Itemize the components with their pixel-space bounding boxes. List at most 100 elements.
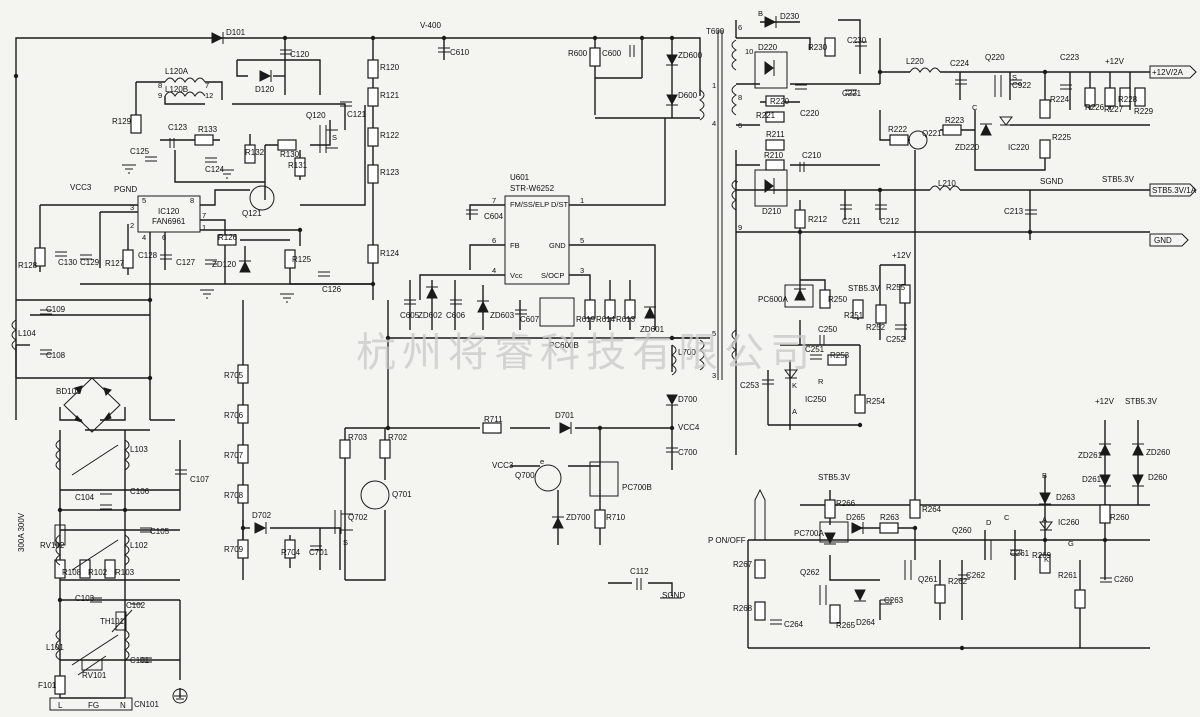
svg-text:R710: R710 bbox=[606, 513, 626, 522]
svg-text:L220: L220 bbox=[906, 57, 924, 66]
svg-text:12: 12 bbox=[205, 91, 213, 100]
r131-body bbox=[294, 157, 306, 177]
svg-text:4: 4 bbox=[142, 233, 146, 242]
svg-text:RV101: RV101 bbox=[82, 671, 107, 680]
svg-text:R131: R131 bbox=[288, 161, 308, 170]
r130-body bbox=[277, 139, 297, 151]
svg-text:7: 7 bbox=[734, 179, 738, 188]
svg-text:C605: C605 bbox=[400, 311, 420, 320]
rv102-rating: 300A 300V bbox=[17, 512, 26, 552]
r253-body bbox=[827, 354, 847, 366]
r702-body bbox=[379, 439, 391, 459]
svg-text:PC600B: PC600B bbox=[549, 341, 579, 350]
svg-text:ZD261: ZD261 bbox=[1078, 451, 1103, 460]
svg-text:Q700: Q700 bbox=[515, 471, 535, 480]
svg-text:R121: R121 bbox=[380, 91, 400, 100]
r132-body bbox=[244, 144, 256, 164]
svg-text:R253: R253 bbox=[830, 351, 850, 360]
rail-12v-top: +12V bbox=[1105, 57, 1125, 66]
svg-text:R224: R224 bbox=[1050, 95, 1070, 104]
rail-vcc4: VCC4 bbox=[678, 423, 700, 432]
svg-text:Q220: Q220 bbox=[985, 53, 1005, 62]
svg-text:R619: R619 bbox=[576, 315, 596, 324]
svg-text:BD101: BD101 bbox=[56, 387, 81, 396]
r269-body bbox=[1039, 554, 1051, 574]
r267-body bbox=[754, 559, 766, 579]
svg-text:7: 7 bbox=[492, 196, 496, 205]
svg-text:C263: C263 bbox=[884, 596, 904, 605]
svg-text:R268: R268 bbox=[733, 604, 753, 613]
svg-text:1: 1 bbox=[202, 223, 206, 232]
r254-body bbox=[854, 394, 866, 414]
svg-text:C103: C103 bbox=[75, 594, 95, 603]
svg-text:ZD220: ZD220 bbox=[955, 143, 980, 152]
svg-text:R127: R127 bbox=[105, 259, 125, 268]
output-stb53-1a: STB5.3V/1A bbox=[1152, 186, 1197, 195]
r133-body bbox=[194, 134, 214, 146]
svg-text:IC220: IC220 bbox=[1008, 143, 1030, 152]
svg-text:K: K bbox=[1044, 555, 1049, 564]
r260-body bbox=[1099, 504, 1111, 524]
svg-text:C126: C126 bbox=[322, 285, 342, 294]
svg-text:7: 7 bbox=[202, 211, 206, 220]
connector-pin-fg: FG bbox=[88, 701, 99, 710]
svg-text:Q262: Q262 bbox=[800, 568, 820, 577]
svg-text:D: D bbox=[986, 518, 992, 527]
svg-text:IC250: IC250 bbox=[805, 395, 827, 404]
d220-dual-diode bbox=[754, 51, 788, 89]
svg-text:8: 8 bbox=[158, 81, 162, 90]
svg-text:C129: C129 bbox=[80, 258, 100, 267]
d210-dual-diode bbox=[754, 169, 788, 207]
svg-text:R251: R251 bbox=[844, 311, 864, 320]
svg-text:Vcc: Vcc bbox=[510, 271, 523, 280]
svg-text:GND: GND bbox=[549, 241, 566, 250]
svg-text:D263: D263 bbox=[1056, 493, 1076, 502]
svg-text:PC700B: PC700B bbox=[622, 483, 652, 492]
r707-body bbox=[237, 444, 249, 464]
r123-body bbox=[367, 164, 379, 184]
svg-text:C121: C121 bbox=[347, 110, 367, 119]
svg-text:C262: C262 bbox=[966, 571, 986, 580]
r226-body bbox=[1084, 87, 1096, 107]
svg-text:D220: D220 bbox=[758, 43, 778, 52]
svg-text:D120: D120 bbox=[255, 85, 275, 94]
svg-text:R265: R265 bbox=[836, 621, 856, 630]
svg-text:PC700A: PC700A bbox=[794, 529, 824, 538]
svg-text:6: 6 bbox=[738, 121, 742, 130]
svg-text:R129: R129 bbox=[112, 117, 132, 126]
svg-text:R221: R221 bbox=[756, 111, 776, 120]
svg-text:9: 9 bbox=[738, 223, 742, 232]
ic120-name: IC120 bbox=[158, 207, 180, 216]
svg-text:RV102: RV102 bbox=[40, 541, 65, 550]
r261-body bbox=[1074, 589, 1086, 609]
svg-text:R227: R227 bbox=[1104, 105, 1124, 114]
svg-text:R222: R222 bbox=[888, 125, 908, 134]
svg-text:R267: R267 bbox=[733, 560, 753, 569]
bd101-bridge bbox=[63, 377, 121, 433]
svg-text:R122: R122 bbox=[380, 131, 400, 140]
r251-body bbox=[852, 299, 864, 319]
svg-text:D260: D260 bbox=[1148, 473, 1168, 482]
svg-text:R269: R269 bbox=[1032, 551, 1052, 560]
svg-text:R124: R124 bbox=[380, 249, 400, 258]
svg-text:A: A bbox=[1042, 515, 1047, 524]
svg-text:C250: C250 bbox=[818, 325, 838, 334]
rail-stb53-mid: STB5.3V bbox=[848, 284, 881, 293]
svg-text:C107: C107 bbox=[190, 475, 210, 484]
r220-body bbox=[765, 95, 785, 107]
r711-body bbox=[482, 422, 502, 434]
svg-text:C700: C700 bbox=[678, 448, 698, 457]
svg-text:L102: L102 bbox=[130, 541, 148, 550]
svg-text:R126: R126 bbox=[218, 233, 238, 242]
svg-text:6: 6 bbox=[738, 23, 742, 32]
r255-body bbox=[899, 284, 911, 304]
svg-text:R: R bbox=[818, 377, 824, 386]
r619-body bbox=[584, 299, 596, 319]
svg-text:10: 10 bbox=[745, 47, 753, 56]
svg-text:C125: C125 bbox=[130, 147, 150, 156]
ic-labels: IC120 FAN6961 5 8 7 1 2 6 3 4 U601 STR-W… bbox=[130, 9, 1074, 564]
svg-text:D264: D264 bbox=[856, 618, 876, 627]
svg-text:C130: C130 bbox=[58, 258, 78, 267]
svg-text:D230: D230 bbox=[780, 12, 800, 21]
r706-body bbox=[237, 404, 249, 424]
